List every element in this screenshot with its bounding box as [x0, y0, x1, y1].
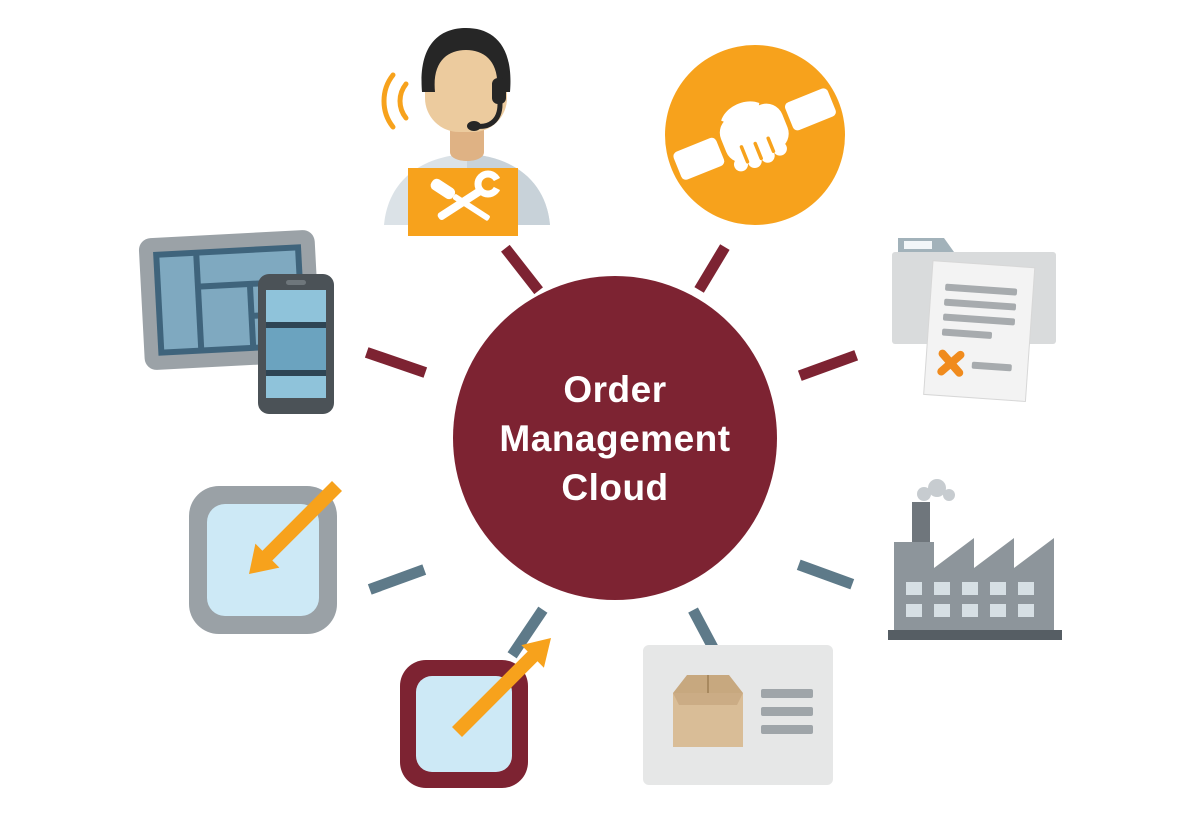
arrow-out-of-panel-icon — [395, 632, 565, 798]
smartphone-icon — [258, 274, 334, 414]
smoke-icon — [917, 479, 955, 501]
headset-earpiece-icon — [492, 78, 506, 104]
text-lines — [761, 689, 813, 734]
factory-icon — [886, 478, 1064, 646]
spoke-to-partnership — [694, 244, 730, 293]
handshake-icon — [665, 45, 845, 225]
screwdriver-icon — [430, 178, 490, 221]
spoke-to-support-agent — [501, 244, 543, 295]
inbound-arrow — [249, 481, 342, 574]
package-details-icon — [643, 645, 833, 785]
spoke-to-devices — [364, 347, 428, 378]
support-agent-headset-icon — [378, 28, 556, 240]
center-line-management: Management — [499, 417, 731, 459]
spoke-to-manufacturing — [796, 559, 855, 590]
center-line-order: Order — [563, 368, 667, 410]
spoke-to-documents — [797, 350, 859, 381]
center-hub-circle: Order Management Cloud — [453, 276, 777, 600]
tablet-phone-icon — [138, 228, 348, 416]
center-hub-title: Order Management Cloud — [499, 365, 730, 512]
outbound-arrow — [452, 638, 551, 737]
error-x-icon — [937, 349, 965, 377]
center-line-cloud: Cloud — [561, 466, 669, 508]
document-folder-icon — [886, 226, 1062, 403]
spoke-to-inbound-transfer — [367, 564, 427, 595]
signal-waves-icon — [381, 72, 409, 130]
arrow-into-panel-icon — [187, 480, 345, 638]
package-box-icon — [673, 675, 743, 747]
